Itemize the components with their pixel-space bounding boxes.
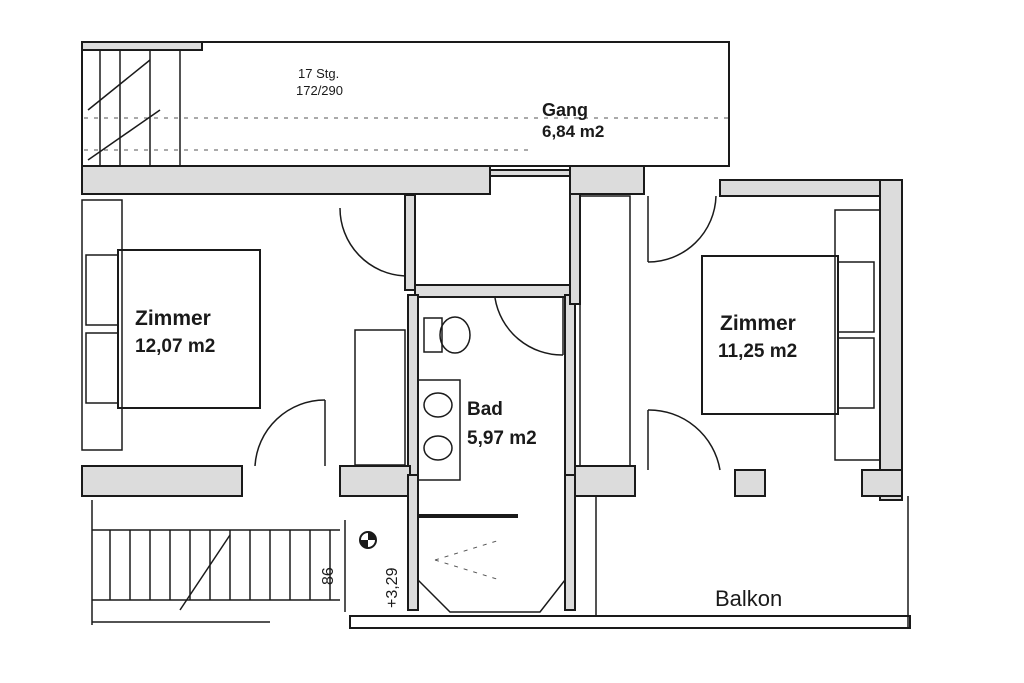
bad-area: 5,97 m2 [467, 428, 537, 449]
zimmer-right-name: Zimmer [720, 312, 796, 335]
balkon-area [595, 496, 909, 628]
stair-dimensions-label: 172/290 [296, 83, 343, 98]
zimmer-left-area: 12,07 m2 [135, 336, 215, 357]
bed-right [701, 209, 881, 461]
wardrobe-left [354, 329, 406, 466]
level-elevation: +3,29 [384, 567, 401, 608]
zimmer-right-area: 11,25 m2 [718, 341, 797, 362]
stair-steps-label: 17 Stg. [298, 66, 339, 81]
doors [254, 195, 721, 471]
wardrobe-right [579, 195, 631, 467]
gang-area-value: 6,84 m2 [542, 122, 604, 141]
bathroom-fixtures [417, 316, 566, 613]
bed-left [81, 199, 261, 451]
level-marker-icon [359, 531, 377, 549]
stair-bottom [91, 500, 346, 625]
gang-name: Gang [542, 100, 588, 120]
level-dimension: 86 [320, 567, 337, 585]
stair-top [87, 50, 181, 165]
gang-area [81, 41, 730, 167]
bad-name: Bad [467, 399, 503, 420]
balkon-name: Balkon [715, 586, 782, 611]
zimmer-left-name: Zimmer [135, 307, 211, 330]
